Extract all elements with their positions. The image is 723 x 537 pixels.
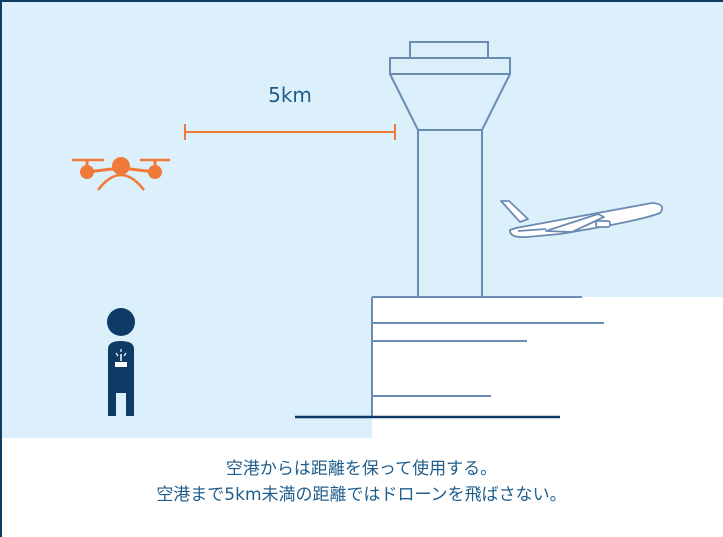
caption: 空港からは距離を保って使用する。 空港まで5km未満の距離ではドローンを飛ばさな… [0,456,723,508]
distance-marker [184,124,396,140]
drone-icon [72,157,170,191]
terminal-wall [372,297,723,438]
caption-line-2: 空港まで5km未満の距離ではドローンを飛ばさない。 [156,485,567,505]
terminal-building [371,296,604,417]
airplane-icon [500,200,664,239]
distance-label: 5km [268,83,312,107]
caption-line-1: 空港からは距離を保って使用する。 [225,459,498,479]
person-with-controller-icon [107,308,135,416]
